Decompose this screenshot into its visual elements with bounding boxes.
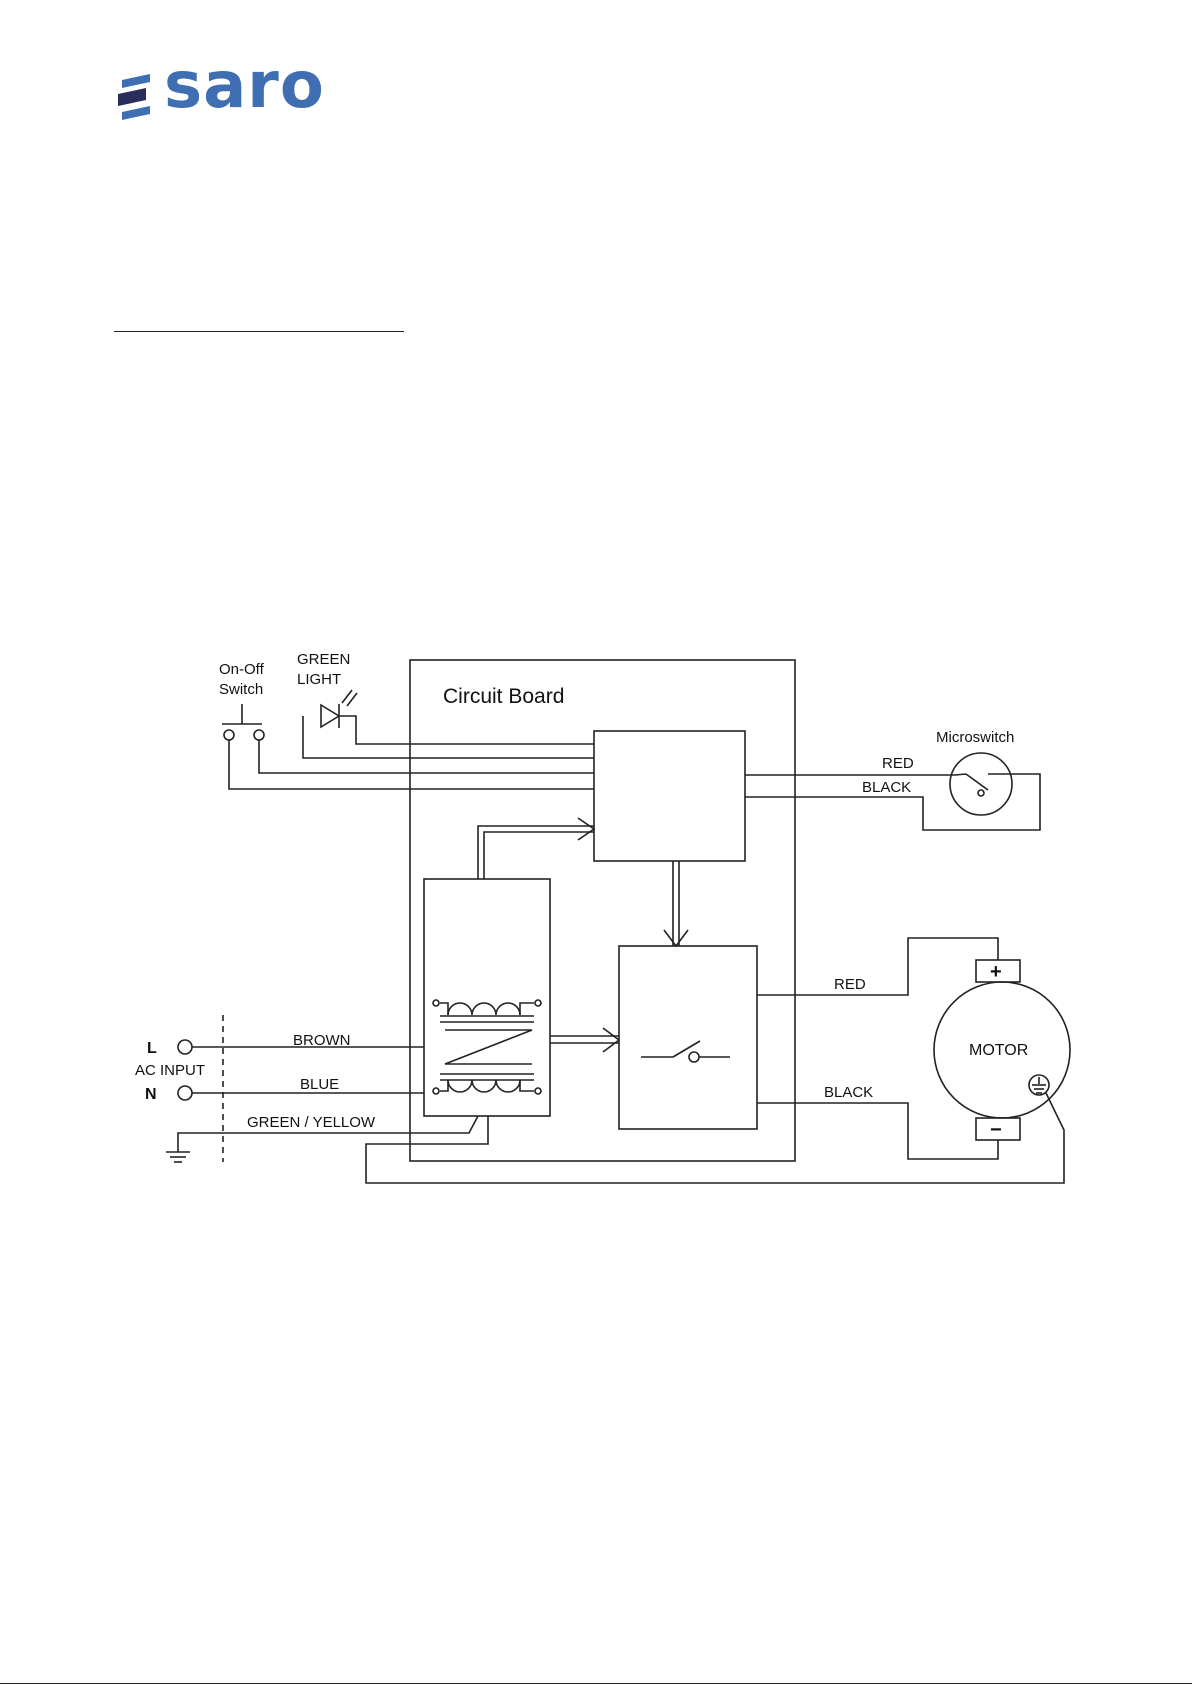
on-off-label-2: Switch bbox=[219, 681, 263, 698]
green-light-label-1: GREEN bbox=[297, 651, 350, 668]
motor-red-label: RED bbox=[834, 976, 866, 993]
switch-terminal-left bbox=[224, 730, 234, 740]
footer-rule bbox=[0, 1683, 1192, 1684]
motor-plus-label: + bbox=[990, 961, 1002, 983]
coil-bottom bbox=[448, 1080, 520, 1092]
switch-wire-right bbox=[259, 740, 594, 773]
microswitch-black-label: BLACK bbox=[862, 779, 911, 796]
motor-red-wire bbox=[757, 938, 998, 995]
line-l-label: L bbox=[147, 1040, 157, 1057]
motor-black-wire bbox=[757, 1103, 998, 1159]
control-box bbox=[594, 731, 745, 861]
led-wire-right bbox=[339, 716, 594, 744]
relay-box bbox=[619, 946, 757, 1129]
green-yellow-label: GREEN / YELLOW bbox=[247, 1114, 376, 1131]
ac-input-label: AC INPUT bbox=[135, 1062, 205, 1079]
microswitch-label: Microswitch bbox=[936, 729, 1014, 746]
circuit-board-outline bbox=[410, 660, 795, 1161]
switch-terminal-right bbox=[254, 730, 264, 740]
circuit-board-label: Circuit Board bbox=[443, 685, 564, 708]
green-light-label-2: LIGHT bbox=[297, 671, 341, 688]
led-wire-left bbox=[303, 716, 594, 758]
microswitch-red-label: RED bbox=[882, 755, 914, 772]
blue-label: BLUE bbox=[300, 1076, 339, 1093]
terminal-l bbox=[178, 1040, 192, 1054]
terminal-n bbox=[178, 1086, 192, 1100]
coil-top bbox=[448, 1003, 520, 1015]
motor-label: MOTOR bbox=[969, 1042, 1028, 1059]
motor-black-label: BLACK bbox=[824, 1084, 873, 1101]
earth-return-wire bbox=[366, 1093, 1064, 1183]
line-n-label: N bbox=[145, 1086, 157, 1103]
brown-label: BROWN bbox=[293, 1032, 351, 1049]
switch-wire-left bbox=[229, 740, 594, 789]
led-diode-icon bbox=[321, 705, 339, 727]
on-off-label-1: On-Off bbox=[219, 661, 265, 678]
motor-minus-label: − bbox=[990, 1119, 1002, 1141]
